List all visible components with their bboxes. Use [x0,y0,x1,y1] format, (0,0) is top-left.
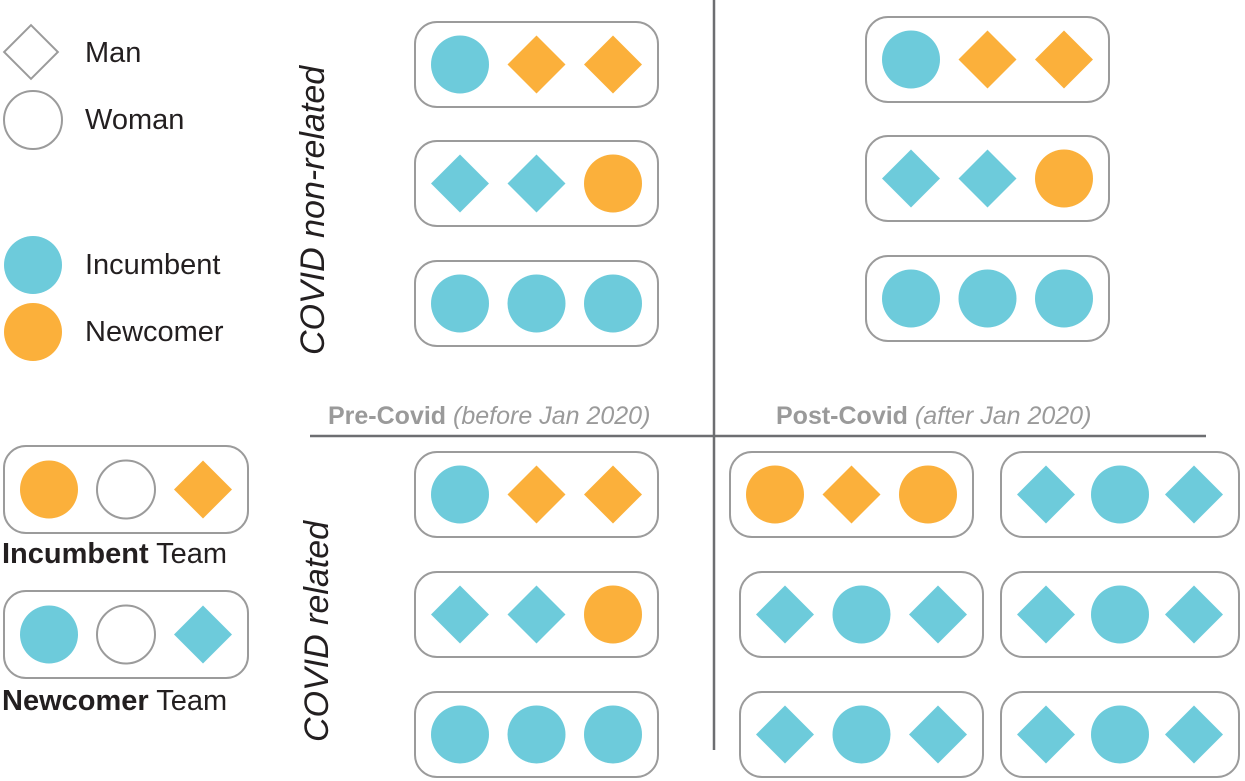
member-woman-circle [507,705,566,764]
member-man-diamond [507,465,566,524]
member-woman-circle [431,705,489,764]
member-woman-circle [584,705,642,764]
period-pre-covid: Pre-Covid (before Jan 2020) [328,404,650,429]
incumbent-team-rest: Team [148,538,228,570]
member-woman-circle [882,30,940,89]
axis-label-related: COVID related [298,520,336,742]
member-woman-circle [20,460,78,519]
member-man-diamond [1017,585,1075,644]
member-woman-circle [958,269,1017,328]
member-woman-circle [1035,149,1093,208]
member-woman-circle [584,154,642,213]
legend-newcomer-swatch [4,303,62,361]
post-related-left-team [739,691,984,778]
pre-related-team [414,571,659,658]
period-post-covid: Post-Covid (after Jan 2020) [776,404,1091,429]
member-man-diamond [882,149,940,208]
post-nonrelated-team [865,16,1110,103]
member-woman-circle [832,705,891,764]
incumbent-team-box [3,445,249,534]
member-woman-circle [507,274,566,333]
member-man-diamond [584,35,642,94]
legend-newcomer-label: Newcomer [85,316,224,348]
member-woman-circle [899,465,957,524]
member-woman-circle [1091,705,1149,764]
pre-nonrelated-team [414,21,659,108]
pre-nonrelated-team [414,140,659,227]
legend-incumbent-swatch [4,236,62,294]
legend-man-diamond [2,23,60,81]
post-related-right-team [1000,451,1240,538]
member-man-diamond [909,585,967,644]
member-man-diamond [1165,705,1223,764]
member-woman-circle [1091,585,1149,644]
member-woman-circle [882,269,940,328]
post-related-left-team [729,451,974,538]
member-man-diamond [1017,705,1075,764]
member-woman-circle [584,585,642,644]
post-related-right-team [1000,691,1240,778]
incumbent-team-bold: Incumbent [2,538,149,570]
newcomer-team-bold: Newcomer [2,685,149,717]
member-woman-circle [584,274,642,333]
pre-covid-bold: Pre-Covid [328,402,447,430]
pre-related-team [414,691,659,778]
legend-woman-circle [3,90,63,150]
post-covid-bold: Post-Covid [776,402,908,430]
post-related-left-team [739,571,984,658]
member-woman-circle [431,465,489,524]
member-man-diamond [174,460,232,519]
newcomer-team-box [3,590,249,679]
member-man-diamond [507,585,566,644]
legend-woman-label: Woman [85,104,185,136]
member-man-diamond [584,465,642,524]
member-woman-circle [431,35,489,94]
member-man-diamond [958,149,1017,208]
member-woman-circle [96,459,156,520]
newcomer-team-rest: Team [148,685,228,717]
member-woman-circle [1091,465,1149,524]
member-woman-circle [1035,269,1093,328]
member-man-diamond [958,30,1017,89]
member-woman-circle [96,604,156,665]
member-woman-circle [746,465,804,524]
member-man-diamond [756,705,814,764]
pre-related-team [414,451,659,538]
member-woman-circle [832,585,891,644]
incumbent-team-caption: Incumbent Team [2,540,227,569]
post-nonrelated-team [865,135,1110,222]
member-man-diamond [431,585,489,644]
member-man-diamond [822,465,881,524]
member-man-diamond [431,154,489,213]
post-related-right-team [1000,571,1240,658]
pre-covid-italic: (before Jan 2020) [453,402,651,430]
member-man-diamond [1165,585,1223,644]
legend-man-label: Man [85,37,142,69]
member-man-diamond [507,35,566,94]
post-nonrelated-team [865,255,1110,342]
member-man-diamond [909,705,967,764]
member-man-diamond [174,605,232,664]
legend-incumbent-label: Incumbent [85,249,221,281]
pre-nonrelated-team [414,260,659,347]
newcomer-team-caption: Newcomer Team [2,687,227,716]
member-woman-circle [431,274,489,333]
post-covid-italic: (after Jan 2020) [914,402,1092,430]
team-boxes [3,16,1240,778]
member-man-diamond [756,585,814,644]
member-woman-circle [20,605,78,664]
member-man-diamond [507,154,566,213]
axis-label-non-related: COVID non-related [294,65,332,355]
